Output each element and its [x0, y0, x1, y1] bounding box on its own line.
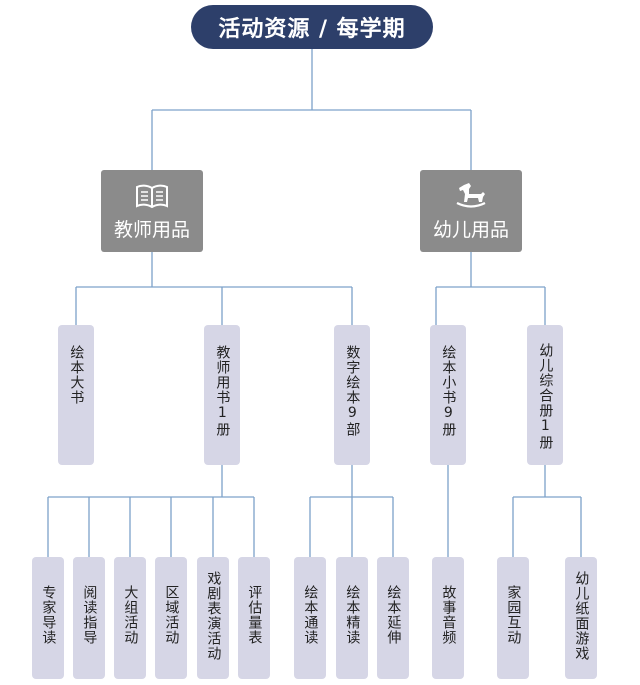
item-story-audio: 故事音频 — [432, 557, 464, 679]
category-teacher: 教师用品 — [101, 170, 203, 252]
item-area-activity: 区域活动 — [155, 557, 187, 679]
item-label: 教师用书1册 — [214, 345, 231, 437]
item-label: 阅读指导 — [81, 585, 98, 645]
item-children-workbook: 幼儿综合册1册 — [527, 325, 563, 465]
item-teacher-book: 教师用书1册 — [204, 325, 240, 465]
item-label: 数字绘本9部 — [344, 345, 361, 437]
item-label: 绘本大书 — [68, 345, 85, 405]
item-label: 家园互动 — [505, 585, 522, 645]
item-digital-picture-books: 数字绘本9部 — [334, 325, 370, 465]
item-label: 戏剧表演活动 — [205, 571, 222, 661]
item-picture-book-read-through: 绘本通读 — [294, 557, 326, 679]
item-home-school-interaction: 家园互动 — [497, 557, 529, 679]
item-picture-book-close-reading: 绘本精读 — [336, 557, 368, 679]
item-picture-book-extension: 绘本延伸 — [377, 557, 409, 679]
item-drama-activity: 戏剧表演活动 — [197, 557, 229, 679]
item-reading-guidance: 阅读指导 — [73, 557, 105, 679]
item-label: 绘本精读 — [344, 585, 361, 645]
category-label: 教师用品 — [113, 218, 190, 241]
item-label: 绘本通读 — [302, 585, 319, 645]
item-group-activity: 大组活动 — [114, 557, 146, 679]
item-label: 幼儿纸面游戏 — [573, 571, 590, 661]
open-book-icon — [135, 181, 169, 211]
category-label: 幼儿用品 — [432, 218, 509, 241]
item-label: 绘本延伸 — [385, 585, 402, 645]
item-expert-guide: 专家导读 — [32, 557, 64, 679]
category-children: 幼儿用品 — [420, 170, 522, 252]
item-picture-big-book: 绘本大书 — [58, 325, 94, 465]
item-label: 专家导读 — [40, 585, 57, 645]
page-title: 活动资源 / 每学期 — [191, 5, 433, 49]
item-label: 故事音频 — [440, 585, 457, 645]
item-label: 绘本小书9册 — [440, 345, 457, 437]
item-label: 大组活动 — [122, 585, 139, 645]
item-label: 评估量表 — [246, 585, 263, 645]
rocking-horse-icon — [454, 181, 488, 211]
item-assessment-scale: 评估量表 — [238, 557, 270, 679]
item-label: 幼儿综合册1册 — [537, 343, 554, 450]
item-label: 区域活动 — [163, 585, 180, 645]
item-paper-games: 幼儿纸面游戏 — [565, 557, 597, 679]
item-small-picture-books: 绘本小书9册 — [430, 325, 466, 465]
